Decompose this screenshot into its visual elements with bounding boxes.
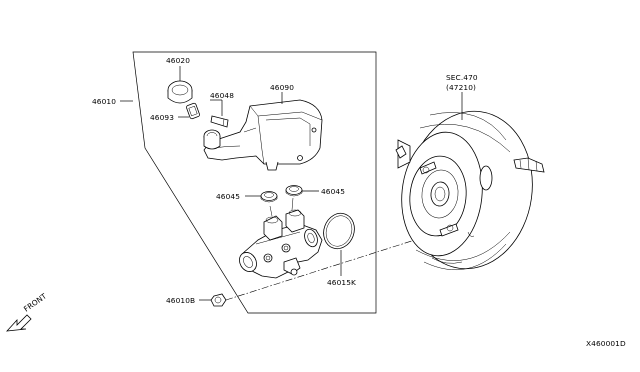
label-sec-sub: (47210) — [446, 83, 476, 92]
label-front: FRONT — [22, 291, 49, 313]
label-46015k: 46015K — [327, 278, 356, 287]
nut-46010b — [210, 293, 227, 307]
o-ring-46015k — [323, 212, 355, 250]
diagram-code: X460001D — [586, 339, 626, 348]
label-sec-ref: SEC.470 — [446, 73, 478, 82]
label-46045-left: 46045 — [216, 192, 240, 201]
label-46048: 46048 — [210, 91, 234, 100]
label-46045-right: 46045 — [321, 187, 345, 196]
grommet-46093 — [186, 102, 200, 120]
pin-46048 — [210, 115, 229, 128]
assembly-boundary — [132, 51, 377, 314]
label-46020: 46020 — [166, 56, 190, 65]
front-arrow-icon — [5, 314, 32, 332]
label-46090: 46090 — [270, 83, 294, 92]
reservoir-tank — [203, 99, 323, 171]
label-46010: 46010 — [92, 97, 116, 106]
label-46010b: 46010B — [166, 296, 195, 305]
reservoir-cap — [167, 80, 193, 104]
label-46093: 46093 — [150, 113, 174, 122]
seal-46045-right — [285, 185, 303, 197]
seal-46045-left — [260, 191, 278, 203]
master-cylinder — [239, 209, 323, 279]
brake-booster — [395, 110, 545, 270]
